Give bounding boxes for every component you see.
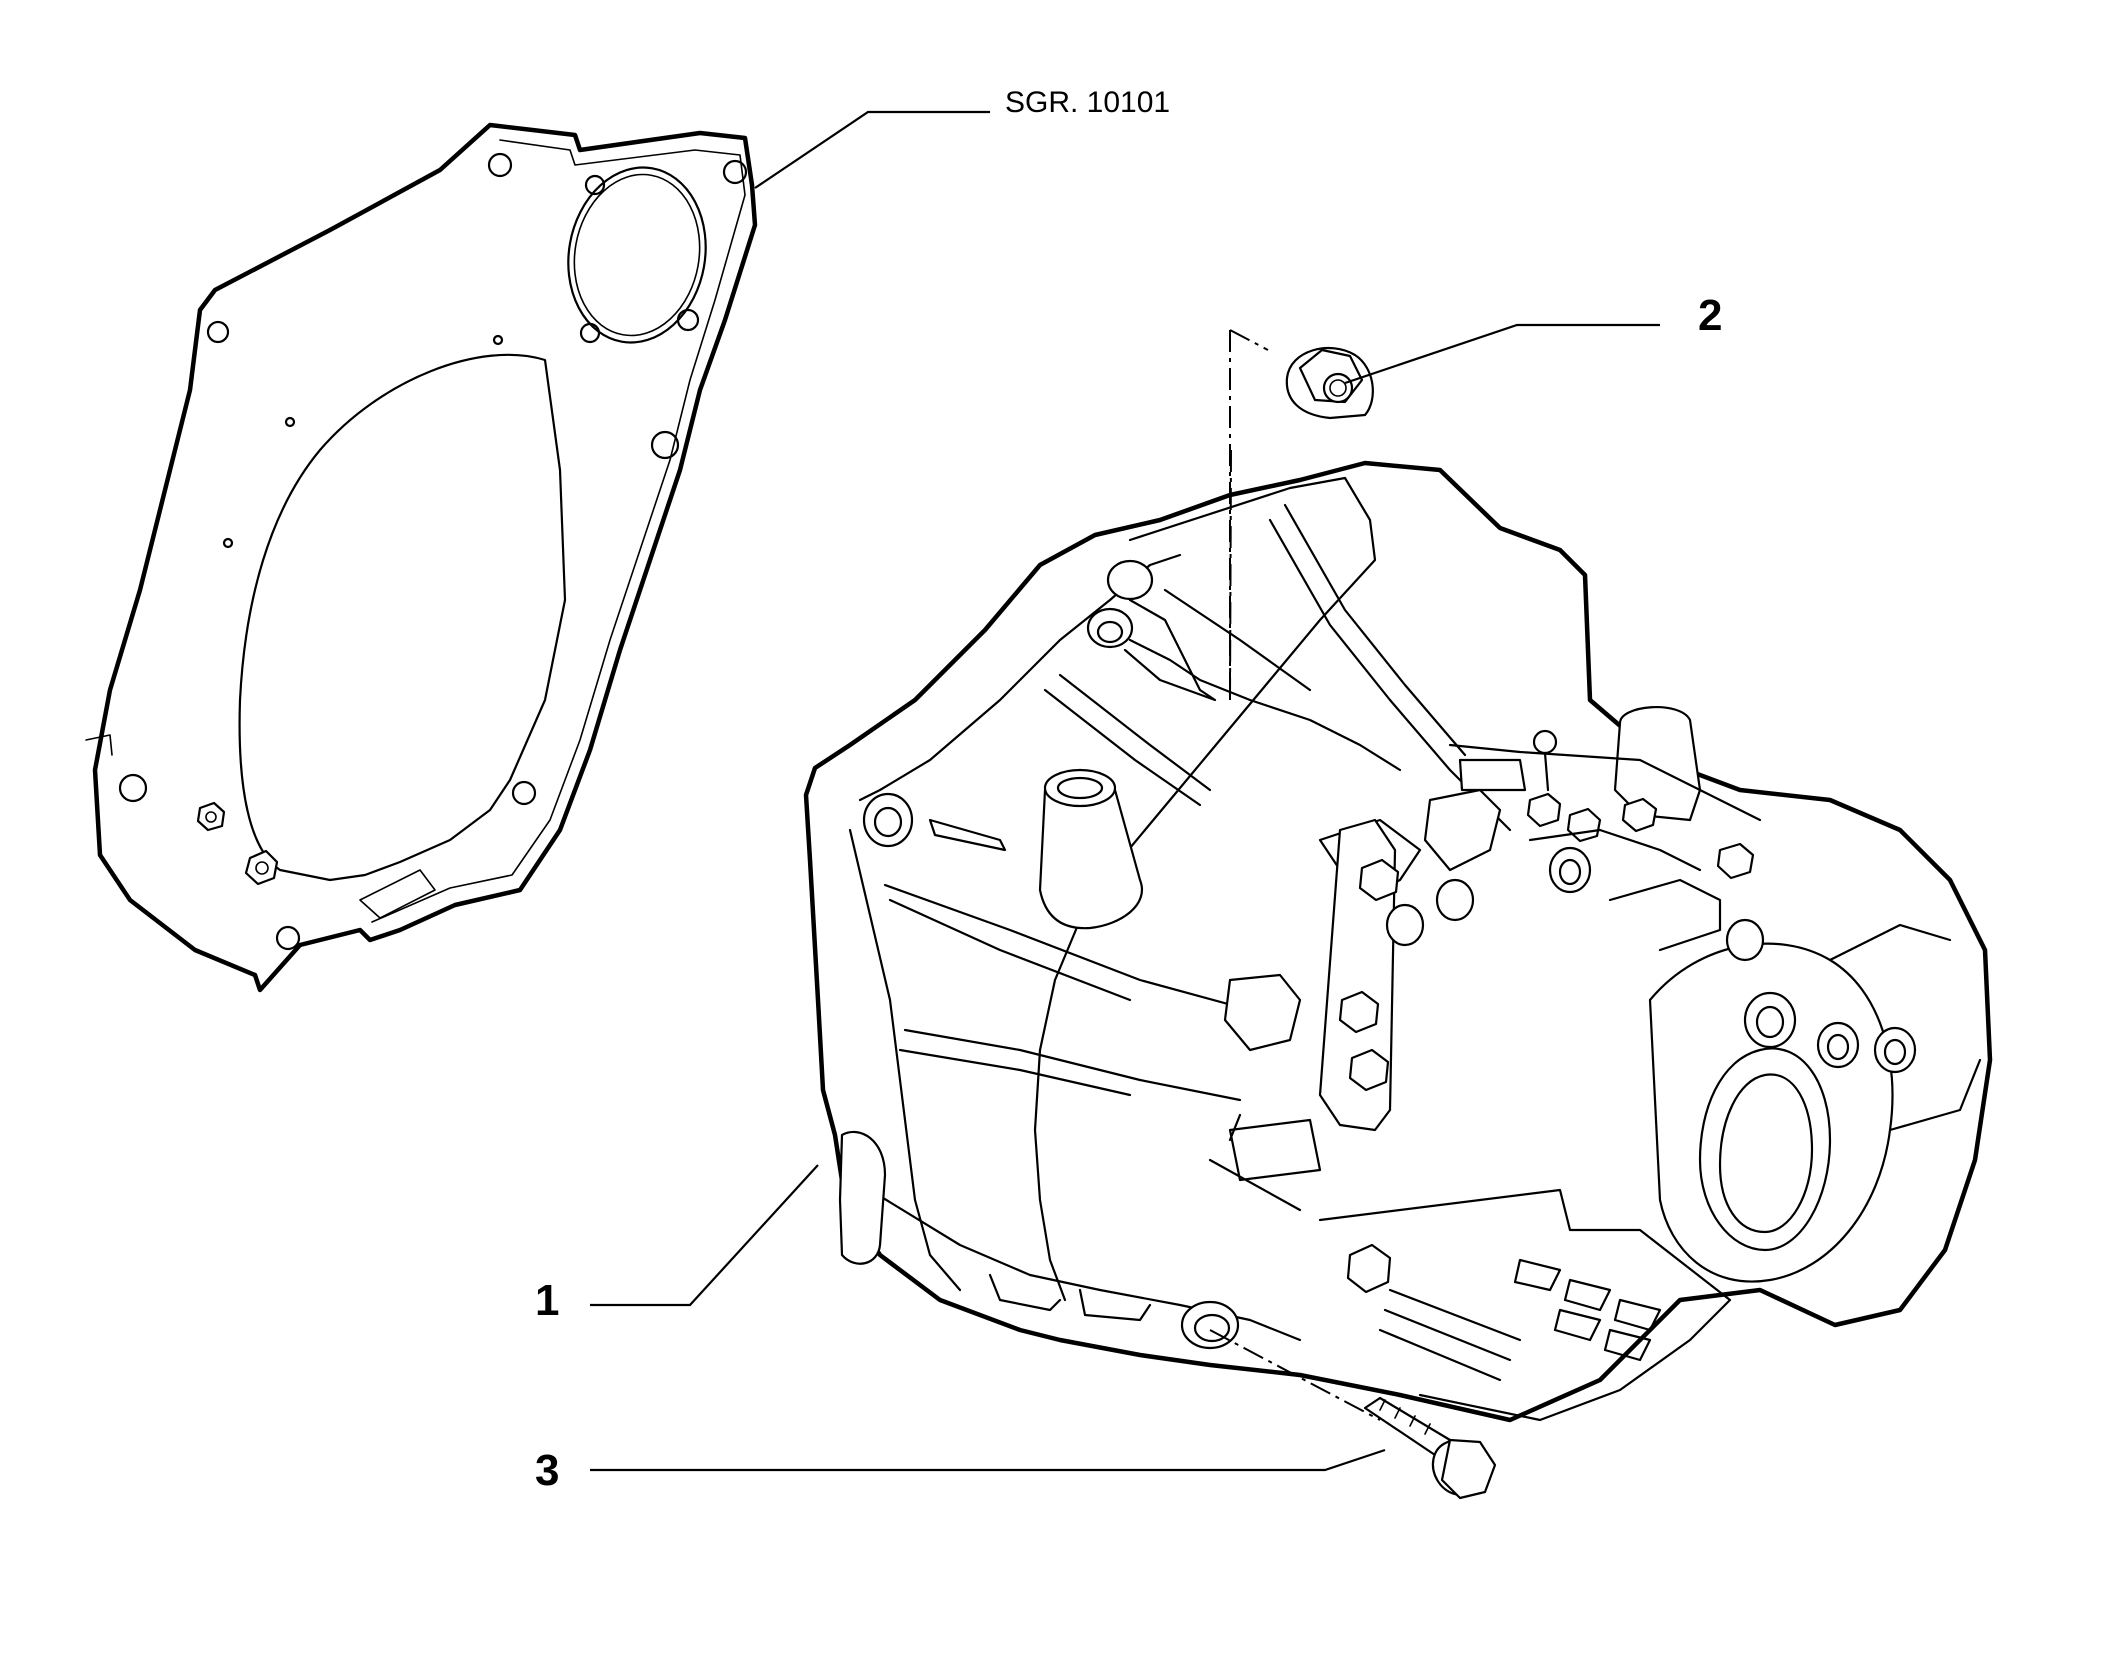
leader-lines — [590, 110, 1660, 1472]
gearbox-drawing — [803, 449, 1993, 1423]
callout-number-1: 1 — [535, 1276, 559, 1325]
flange-nut-drawing — [1229, 329, 1374, 700]
flange-bolt-drawing — [1209, 1329, 1497, 1500]
callout-number-3: 3 — [535, 1446, 559, 1495]
reference-group-label: SGR. 10101 — [1005, 86, 1170, 119]
cover-plate-drawing — [85, 122, 758, 993]
callout-number-2: 2 — [1698, 291, 1722, 340]
